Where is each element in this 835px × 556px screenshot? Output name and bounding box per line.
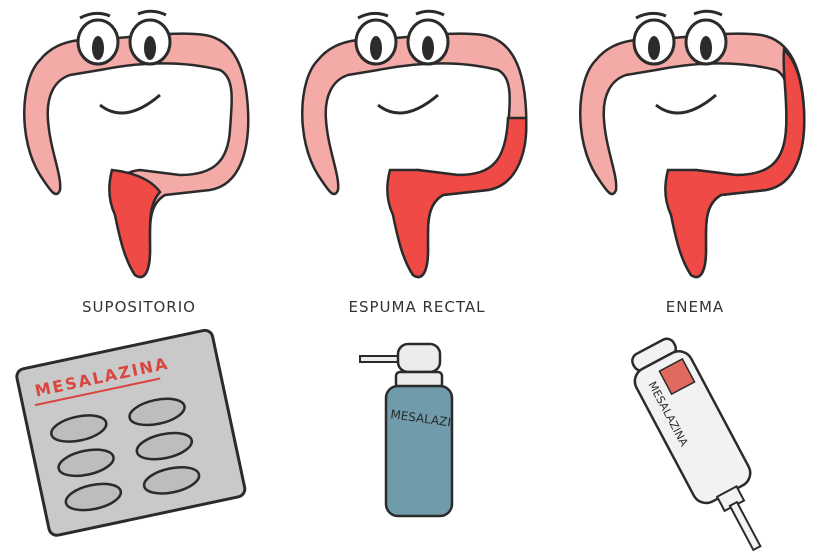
enema-body — [630, 346, 755, 508]
spray-can-body — [386, 386, 452, 516]
eyebrow-right-icon — [694, 11, 722, 15]
eyebrow-left-icon — [636, 13, 666, 18]
caption-rectal-foam: ESPUMA RECTAL — [278, 298, 556, 316]
caption-suppository: SUPOSITORIO — [0, 298, 278, 316]
eyebrow-left-icon — [80, 13, 110, 18]
enema-nozzle — [730, 502, 761, 550]
spray-cap — [398, 344, 440, 372]
caption-enema: ENEMA — [556, 298, 834, 316]
eyebrow-right-icon — [138, 11, 166, 15]
pupil-right-icon — [700, 36, 712, 60]
smile-icon — [656, 95, 716, 113]
eyebrow-left-icon — [358, 13, 388, 18]
colon-illustration — [580, 11, 804, 277]
affected-rectum-to-splenic-flexure — [665, 50, 804, 277]
colon-illustration — [302, 11, 526, 277]
colon-illustration — [24, 11, 248, 277]
spray-can: MESALAZI — [360, 344, 452, 516]
smile-icon — [100, 95, 160, 113]
enema-tube: MESALAZINA — [622, 332, 784, 556]
eyebrow-right-icon — [416, 11, 444, 15]
panel-enema: MESALAZINA ENEMA — [556, 0, 834, 556]
pupil-left-icon — [648, 36, 660, 60]
pupil-left-icon — [370, 36, 382, 60]
affected-rectum — [109, 170, 160, 277]
suppository-blister-pack: MESALAZINA — [15, 329, 246, 537]
smile-icon — [378, 95, 438, 113]
panel-suppository: MESALAZINA SUPOSITORIO — [0, 0, 278, 556]
pupil-left-icon — [92, 36, 104, 60]
blister-pack-body — [15, 329, 246, 537]
pupil-right-icon — [144, 36, 156, 60]
affected-rectum-sigmoid-descending — [387, 118, 526, 277]
pupil-right-icon — [422, 36, 434, 60]
panel-rectal-foam: MESALAZI ESPUMA RECTAL — [278, 0, 556, 556]
